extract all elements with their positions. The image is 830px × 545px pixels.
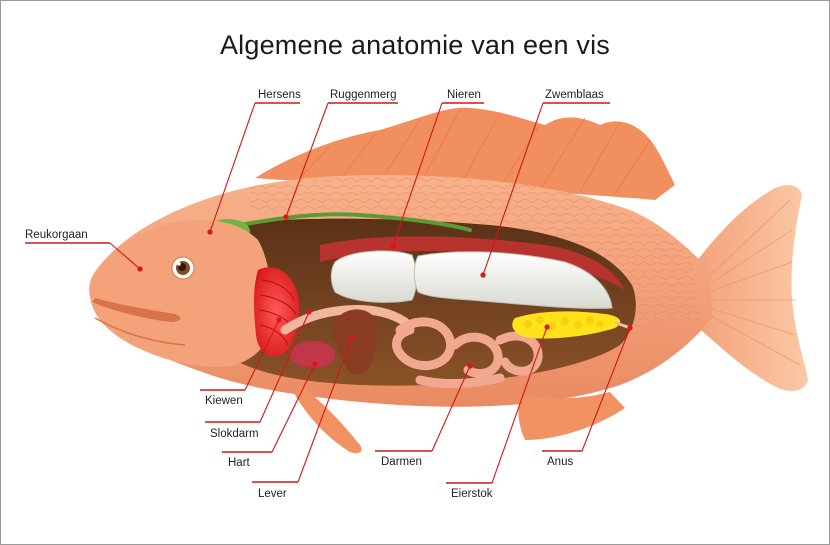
label-hersens: Hersens bbox=[258, 89, 301, 101]
label-nieren: Nieren bbox=[447, 89, 481, 101]
marker-hart bbox=[312, 361, 317, 366]
label-zwemblaas: Zwemblaas bbox=[545, 89, 604, 101]
marker-reukorgaan bbox=[137, 266, 142, 271]
label-darmen: Darmen bbox=[381, 456, 422, 468]
marker-kiewen bbox=[276, 317, 281, 322]
label-reukorgaan: Reukorgaan bbox=[25, 229, 88, 241]
label-slokdarm: Slokdarm bbox=[210, 428, 259, 440]
marker-darmen bbox=[467, 363, 472, 368]
marker-nieren bbox=[390, 243, 395, 248]
eye-highlight bbox=[177, 262, 181, 266]
marker-hersens bbox=[207, 229, 212, 234]
marker-lever bbox=[349, 334, 354, 339]
label-ruggenmerg: Ruggenmerg bbox=[330, 89, 396, 101]
marker-zwemblaas bbox=[480, 272, 485, 277]
label-anus: Anus bbox=[547, 456, 573, 468]
diagram-title: Algemene anatomie van een vis bbox=[0, 30, 830, 61]
marker-eierstok bbox=[544, 324, 549, 329]
label-lever: Lever bbox=[258, 488, 287, 500]
marker-slokdarm bbox=[306, 309, 311, 314]
label-hart: Hart bbox=[228, 457, 251, 469]
swim-bladder-front bbox=[331, 251, 416, 302]
marker-ruggenmerg bbox=[283, 214, 288, 219]
marker-anus bbox=[627, 325, 632, 330]
anal-fin bbox=[518, 392, 625, 440]
label-kiewen: Kiewen bbox=[205, 395, 243, 407]
label-eierstok: Eierstok bbox=[451, 488, 493, 500]
